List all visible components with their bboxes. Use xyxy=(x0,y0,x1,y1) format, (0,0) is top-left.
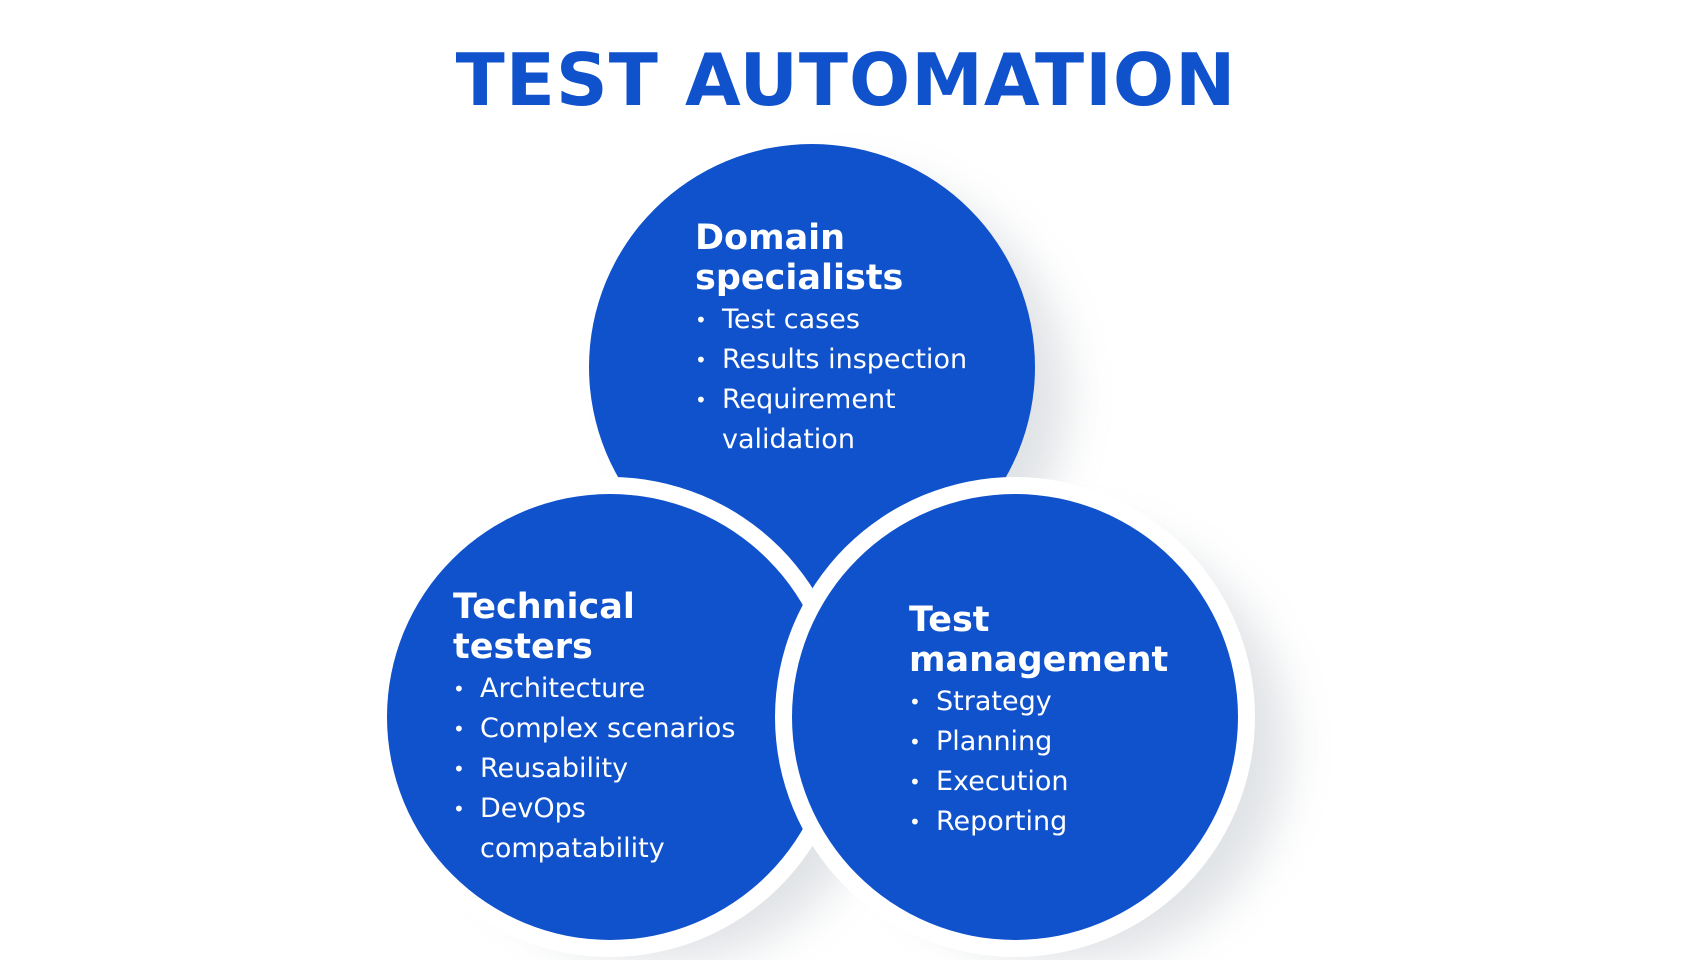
list-item-text: Reporting xyxy=(936,806,1068,837)
bullet-icon: • xyxy=(909,770,921,794)
test-management-content: Test management • Strategy • Planning • Exe… xyxy=(909,600,1249,842)
circle-domain-specialists xyxy=(589,144,1035,590)
list-item-text: Strategy xyxy=(936,686,1052,717)
list-item-text: Complex scenarios xyxy=(480,713,736,744)
test-management-list: • Strategy • Planning • Execution • Reportin… xyxy=(909,682,1249,842)
list-item-text: Planning xyxy=(936,726,1053,757)
bullet-icon: • xyxy=(909,810,921,834)
bullet-icon: • xyxy=(695,308,707,332)
circle-technical-testers xyxy=(387,494,833,940)
list-item-text: Requirement validation xyxy=(722,384,896,455)
circle-test-management xyxy=(792,494,1238,940)
domain-specialists-content: Domain specialists • Test cases • Results … xyxy=(695,218,1015,460)
list-item: • DevOps compatability xyxy=(453,789,773,869)
technical-testers-heading: Technical testers xyxy=(453,587,635,667)
list-item: • Complex scenarios xyxy=(453,709,773,749)
bullet-icon: • xyxy=(695,388,707,412)
list-item: • Execution xyxy=(909,762,1249,802)
technical-testers-content: Technical testers • Architecture • Complex… xyxy=(453,587,773,869)
list-item: • Planning xyxy=(909,722,1249,762)
page-title: TEST AUTOMATION xyxy=(455,38,1237,122)
list-item: • Reusability xyxy=(453,749,773,789)
list-item-text: Test cases xyxy=(722,304,860,335)
list-item: • Architecture xyxy=(453,669,773,709)
list-item: • Results inspection xyxy=(695,340,1015,380)
bullet-icon: • xyxy=(909,690,921,714)
bullet-icon: • xyxy=(453,797,465,821)
bullet-icon: • xyxy=(453,677,465,701)
list-item: • Reporting xyxy=(909,802,1249,842)
bullet-icon: • xyxy=(909,730,921,754)
domain-specialists-heading: Domain specialists xyxy=(695,218,904,298)
list-item-text: Reusability xyxy=(480,753,629,784)
bullet-icon: • xyxy=(453,717,465,741)
list-item-text: Execution xyxy=(936,766,1069,797)
list-item: • Test cases xyxy=(695,300,1015,340)
technical-testers-list: • Architecture • Complex scenarios • Reusab… xyxy=(453,669,773,869)
bullet-icon: • xyxy=(453,757,465,781)
test-management-heading: Test management xyxy=(909,600,1169,680)
list-item-text: Architecture xyxy=(480,673,646,704)
domain-specialists-list: • Test cases • Results inspection • Require… xyxy=(695,300,1015,460)
list-item-text: Results inspection xyxy=(722,344,968,375)
bullet-icon: • xyxy=(695,348,707,372)
list-item: • Requirement validation xyxy=(695,380,1015,460)
list-item: • Strategy xyxy=(909,682,1249,722)
list-item-text: DevOps compatability xyxy=(480,793,665,864)
